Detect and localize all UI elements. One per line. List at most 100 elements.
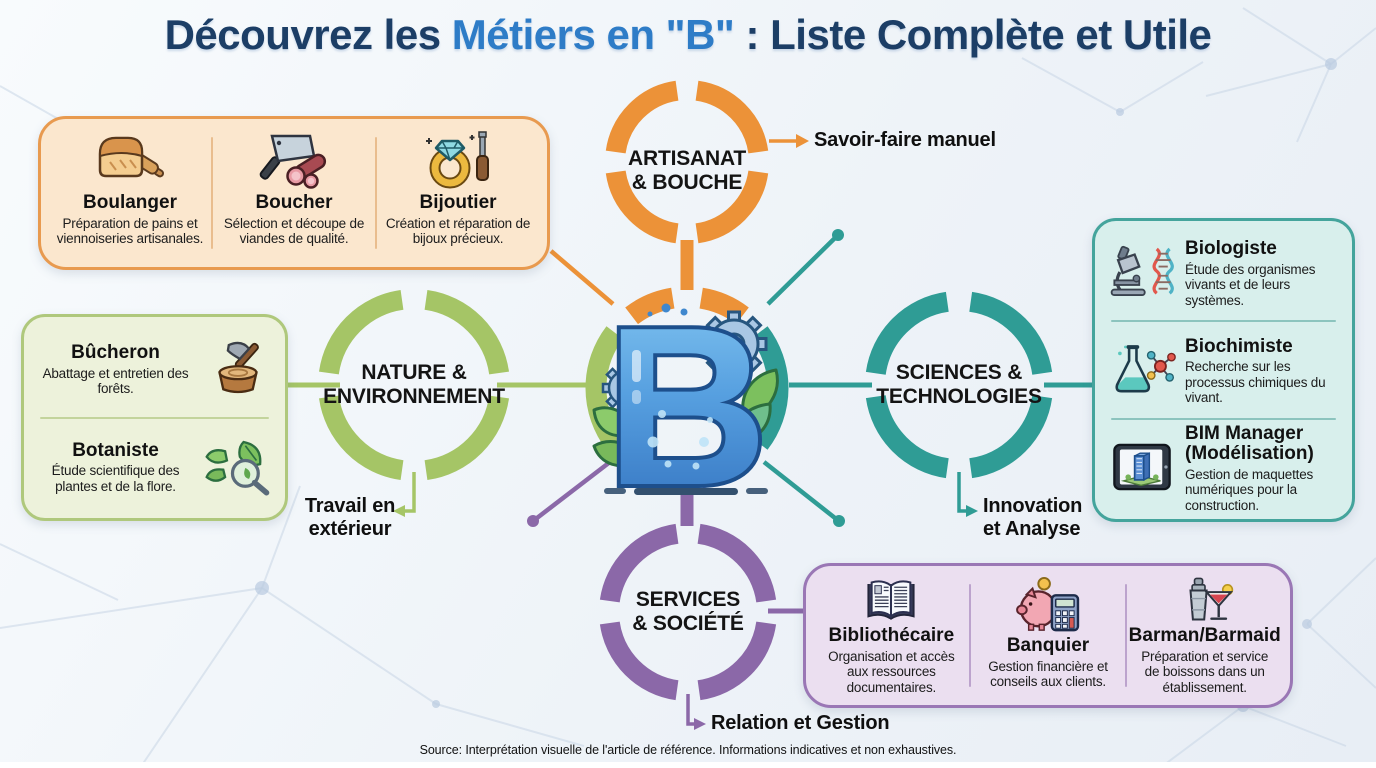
job-card-artisanat: Boulanger Préparation de pains et vienno… [38,116,550,270]
annotation-line: Innovation [983,495,1083,517]
ring-label-services: SERVICES & SOCIÉTÉ [595,588,781,636]
card-divider [1111,320,1336,323]
job-item: Bibliothécaire Organisation et accès aux… [814,572,969,699]
node-dot-se [833,515,845,527]
annotation-line: extérieur [308,518,392,540]
bread-rolling-pin-icon [98,136,165,178]
job-name: Bijoutier [419,192,497,213]
node-dot-ne [832,229,844,241]
open-book-icon [867,580,915,620]
highlight [632,350,641,382]
bottom-strip [0,762,1376,768]
job-name: Biochimiste [1185,335,1293,357]
leaf-icon [592,368,779,468]
page-title: Découvrez les Métiers en "B" : Liste Com… [0,11,1376,59]
gear-icon [700,310,768,378]
job-name: Boulanger [83,192,177,213]
card-divider [40,416,269,419]
tablet-building-icon [1113,444,1171,491]
job-name: Bûcheron [71,342,160,364]
job-description: Étude des organismes vivants et de leurs… [1185,261,1316,308]
microscope-dna-icon [1110,245,1174,296]
node-dot-sw [527,515,539,527]
job-card-nature: Bûcheron Abattage et entretien des forêt… [21,314,288,521]
job-description: Préparation et service de boissons dans … [1141,648,1269,695]
ring-label-line: SERVICES [635,588,741,611]
job-description: Étude scientifique des plantes et de la … [51,463,180,494]
annotation-line: Relation et Gestion [711,712,890,734]
leaf-magnifier-icon [205,441,270,496]
job-description: Organisation et accès aux ressources doc… [828,648,955,695]
letter-b-emblem-icon: B [592,276,779,536]
job-item: Boulanger Préparation de pains et vienno… [49,125,211,261]
diamond-ring-icon [426,131,489,189]
arrow-relation [686,694,706,730]
footer-source: Source: Interprétation visuelle de l'art… [419,743,957,757]
job-item: Boucher Sélection et découpe de viandes … [213,125,375,261]
job-name: Botaniste [72,439,159,461]
job-description: Abattage et entretien des forêts. [42,365,189,396]
job-item: Bijoutier Création et réparation de bijo… [377,125,539,261]
job-name: BIM Manager (Modélisation) [1185,422,1314,465]
job-description: Création et réparation de bijoux précieu… [385,215,531,246]
ring-label-line: ARTISANAT [628,147,746,170]
job-description: Sélection et découpe de viandes de quali… [223,215,365,246]
cocktail-shaker-icon [1189,577,1233,621]
cleaver-sausage-icon [259,134,327,189]
job-description: Gestion financière et conseils aux clien… [988,658,1108,689]
annotation-line: Travail en [304,495,396,517]
job-description: Gestion de maquettes numériques pour la … [1185,466,1314,513]
annotation-savoir-faire: Savoir-faire manuel [814,129,996,152]
ring-label-line: & SOCIÉTÉ [632,611,744,635]
ring-label-line: SCIENCES & [895,361,1023,384]
annotation-line: et Analyse [983,518,1081,540]
arrow-savoir-faire [769,134,809,148]
neck-artisanat [680,240,694,290]
ring-label-line: & BOUCHE [631,170,743,194]
title-highlight: Métiers en "B" [451,11,735,58]
center-logo: B [592,276,782,536]
arrow-innovation [957,472,978,517]
job-card-sciences: Biologiste Étude des organismes vivants … [1092,218,1355,522]
annotation-travail: Travail en extérieur [293,495,407,541]
ring-label-artisanat: ARTISANAT & BOUCHE [594,147,780,195]
ring-label-line: TECHNOLOGIES [876,384,1042,408]
card-divider [211,137,213,249]
ring-label-line: NATURE & [361,361,467,384]
job-item: Biochimiste Recherche sur les processus … [1095,322,1352,417]
ring-label-line: ENVIRONNEMENT [323,384,505,408]
letter-b: B [606,292,769,498]
annotation-line: Savoir-faire manuel [814,129,996,151]
bubbles [647,410,713,470]
card-divider [968,584,971,687]
title-suffix: : Liste Complète et Utile [734,11,1212,58]
card-divider [375,137,377,249]
job-item: Bûcheron Abattage et entretien des forêt… [24,321,285,417]
card-divider [1125,584,1128,687]
job-item: Barman/Barmaid Préparation et service de… [1127,572,1282,699]
job-item: BIM Manager (Modélisation) Gestion de ma… [1095,420,1352,515]
job-item: Banquier Gestion financière et conseils … [971,572,1126,699]
ring-label-sciences: SCIENCES & TECHNOLOGIES [859,361,1059,409]
title-prefix: Découvrez les [164,11,452,58]
job-description: Préparation de pains et viennoiseries ar… [56,215,204,246]
card-divider [1111,417,1336,420]
flask-molecule-icon [1115,345,1176,393]
annotation-relation: Relation et Gestion [711,712,890,735]
job-description: Recherche sur les processus chimiques du… [1185,359,1326,405]
annotation-innovation: Innovation et Analyse [983,495,1082,541]
dots-icon [647,303,688,317]
highlight [632,390,641,404]
job-item: Botaniste Étude scientifique des plantes… [24,419,285,515]
ring-label-nature: NATURE & ENVIRONNEMENT [314,361,514,409]
job-name: Barman/Barmaid [1128,625,1281,647]
axe-stump-icon [218,341,259,393]
piggy-bank-calculator-icon [1016,576,1080,632]
job-card-services: Bibliothécaire Organisation et accès aux… [803,563,1293,708]
job-name: Banquier [1006,635,1090,656]
job-name: Biologiste [1185,238,1277,260]
job-item: Biologiste Étude des organismes vivants … [1095,225,1352,320]
job-name: Bibliothécaire [828,625,955,647]
job-name: Boucher [255,192,333,213]
